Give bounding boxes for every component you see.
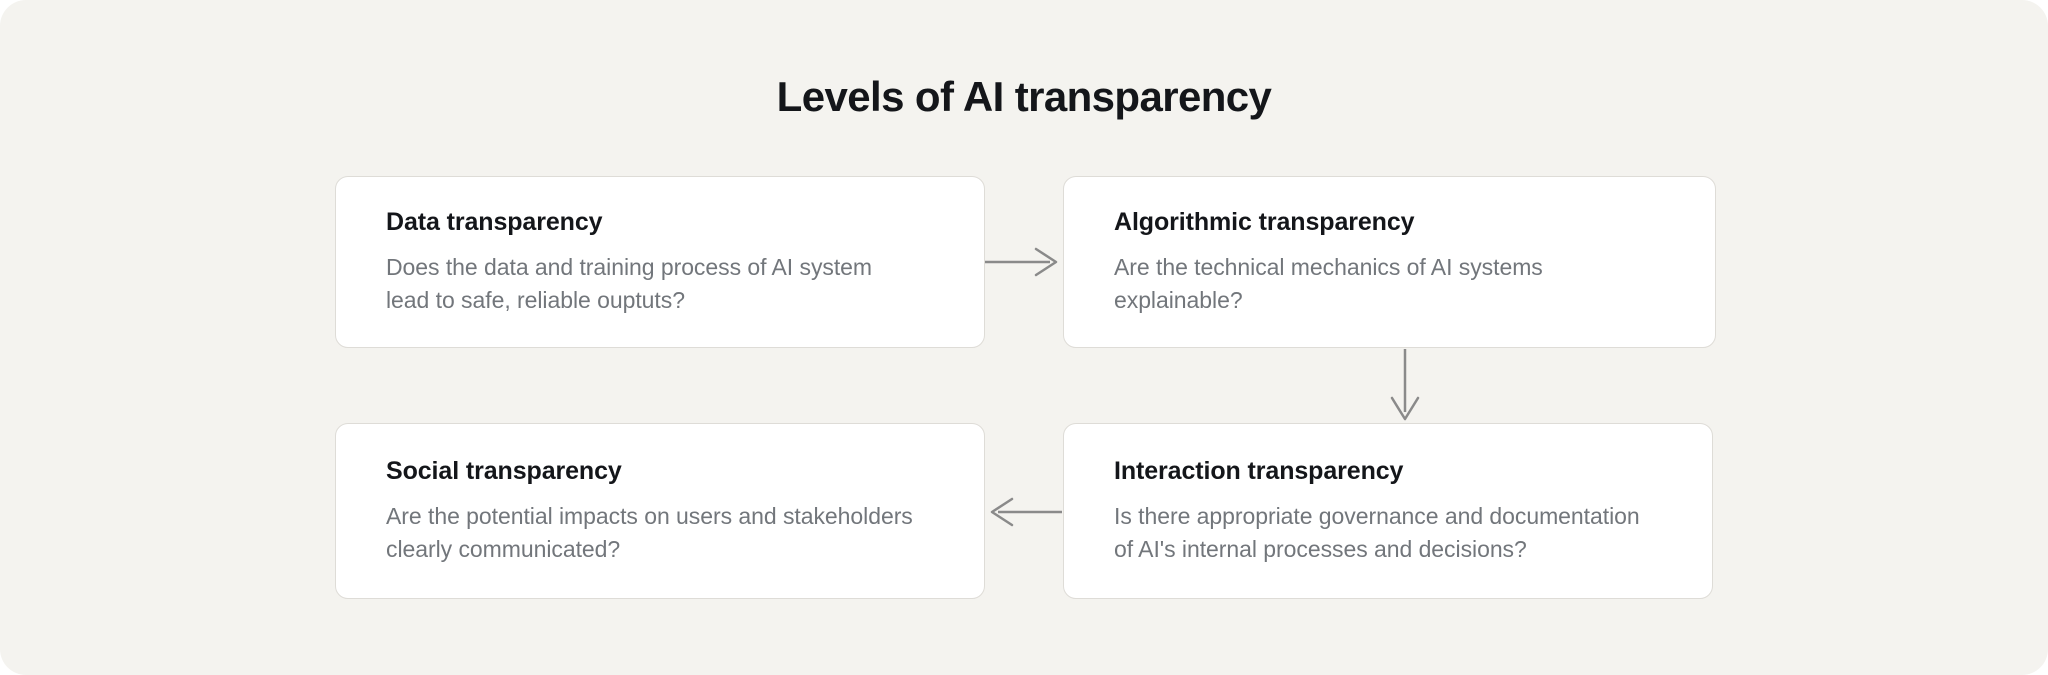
node-card-algorithmic-transparency[interactable]: Algorithmic transparency Are the technic… [1063, 176, 1716, 348]
node-title: Social transparency [386, 457, 622, 486]
node-description: Are the technical mechanics of AI system… [1114, 254, 1543, 313]
node-card-social-transparency[interactable]: Social transparency Are the potential im… [335, 423, 985, 599]
node-description: Is there appropriate governance and docu… [1114, 503, 1640, 562]
node-title: Interaction transparency [1114, 457, 1404, 486]
node-title: Data transparency [386, 208, 603, 237]
node-title: Algorithmic transparency [1114, 208, 1415, 237]
arrow-data-to-algorithmic [985, 247, 1058, 277]
arrow-interaction-to-social [990, 497, 1062, 527]
node-card-interaction-transparency[interactable]: Interaction transparency Is there approp… [1063, 423, 1713, 599]
node-description: Does the data and training process of AI… [386, 254, 873, 313]
node-card-data-transparency[interactable]: Data transparency Does the data and trai… [335, 176, 985, 348]
node-description: Are the potential impacts on users and s… [386, 503, 913, 562]
arrow-algorithmic-to-interaction [1390, 349, 1420, 421]
page-title: Levels of AI transparency [776, 73, 1272, 120]
